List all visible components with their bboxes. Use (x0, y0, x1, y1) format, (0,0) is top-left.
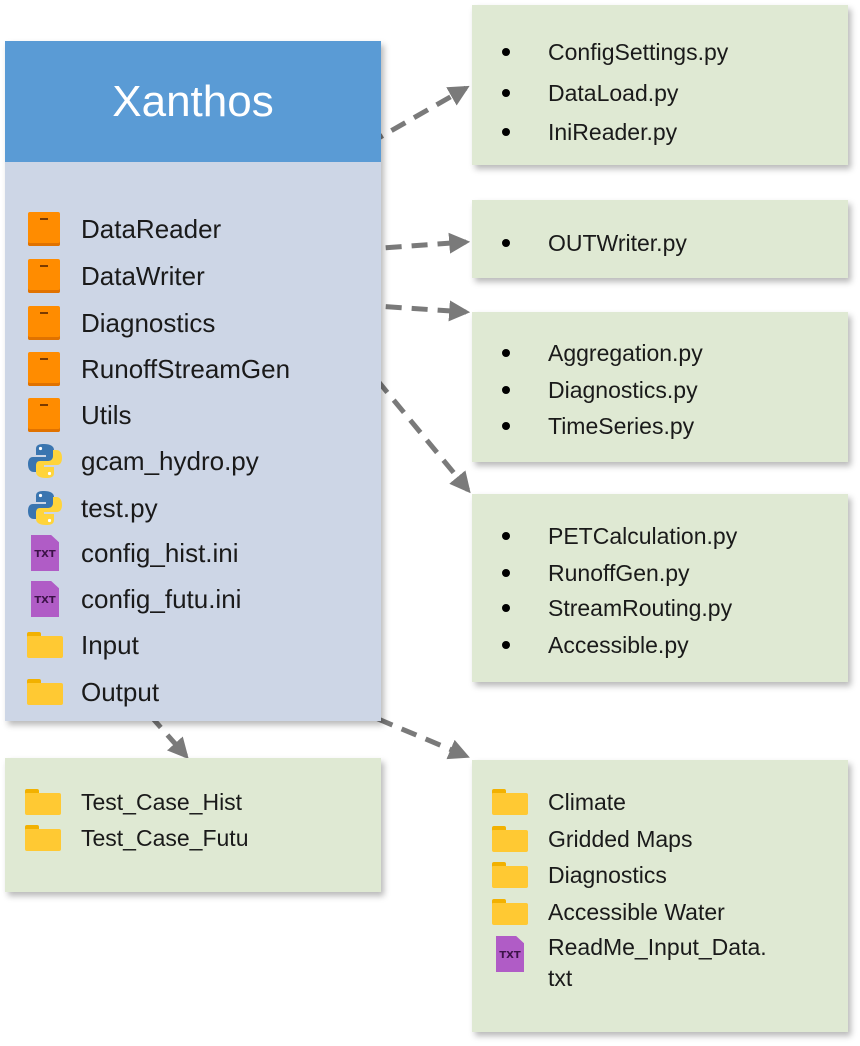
package-icon (25, 256, 65, 296)
folder-icon (490, 784, 530, 820)
list-item: DataLoad.py (502, 77, 678, 109)
list-item: OUTWriter.py (502, 227, 687, 259)
folder-icon (25, 625, 65, 665)
list-item-folder: Gridded Maps (490, 821, 692, 857)
item-label: Utils (81, 399, 132, 430)
list-item-folder: Test_Case_Hist (23, 784, 242, 820)
list-item: Aggregation.py (502, 337, 703, 369)
file-name-line-1: ReadMe_Input_Data. (548, 934, 767, 960)
folder-icon (490, 821, 530, 857)
list-item-file: TXT ReadMe_Input_Data. txt (490, 932, 767, 996)
list-item: Accessible.py (502, 629, 689, 661)
list-item: StreamRouting.py (502, 592, 732, 624)
list-item-config-hist: TXT config_hist.ini (25, 533, 239, 573)
package-icon (25, 349, 65, 389)
item-label: DataWriter (81, 260, 205, 291)
list-item-input: Input (25, 625, 139, 665)
item-label: test.py (81, 492, 158, 523)
output-contents-box: Test_Case_Hist Test_Case_Futu (5, 758, 381, 892)
list-item: IniReader.py (502, 116, 677, 148)
list-item-diagnostics: Diagnostics (25, 303, 215, 343)
package-icon (25, 209, 65, 249)
item-label: Output (81, 676, 160, 707)
item-label: config_futu.ini (81, 583, 242, 614)
folder-icon (23, 820, 63, 856)
python-icon (25, 441, 65, 481)
list-item: ConfigSettings.py (502, 36, 728, 68)
folder-icon (23, 784, 63, 820)
list-item-folder: Diagnostics (490, 857, 667, 893)
python-icon (25, 488, 65, 528)
datareader-contents-box: ConfigSettings.py DataLoad.py IniReader.… (472, 5, 848, 165)
item-label: gcam_hydro.py (81, 445, 259, 476)
txt-file-icon: TXT (25, 579, 65, 619)
diagnostics-contents-box: Aggregation.py Diagnostics.py TimeSeries… (472, 312, 848, 462)
item-label: DataReader (81, 213, 222, 244)
list-item-folder: Accessible Water (490, 894, 725, 930)
list-item-folder: Test_Case_Futu (23, 820, 248, 856)
package-icon (25, 395, 65, 435)
list-item-utils: Utils (25, 395, 132, 435)
list-item: PETCalculation.py (502, 520, 737, 552)
folder-icon (490, 894, 530, 930)
folder-icon (490, 857, 530, 893)
file-name-line-2: txt (548, 965, 573, 991)
txt-file-icon: TXT (490, 932, 530, 972)
list-item-gcam-hydro: gcam_hydro.py (25, 441, 259, 481)
list-item: Diagnostics.py (502, 374, 698, 406)
list-item-datareader: DataReader (25, 209, 221, 249)
list-item: TimeSeries.py (502, 410, 694, 442)
xanthos-title: Xanthos (5, 41, 381, 162)
list-item: RunoffGen.py (502, 557, 690, 589)
xanthos-panel: Xanthos DataReader DataWriter Diagnostic… (5, 41, 381, 721)
list-item-config-futu: TXT config_futu.ini (25, 579, 241, 619)
item-label: Diagnostics (81, 307, 216, 338)
item-label: Input (81, 629, 139, 660)
item-label: config_hist.ini (81, 537, 239, 568)
list-item-test-py: test.py (25, 488, 158, 528)
list-item-output: Output (25, 672, 159, 712)
folder-icon (25, 672, 65, 712)
runoffstreamgen-contents-box: PETCalculation.py RunoffGen.py StreamRou… (472, 494, 848, 682)
input-contents-box: Climate Gridded Maps Diagnostics Accessi… (472, 760, 848, 1032)
list-item-folder: Climate (490, 784, 626, 820)
package-icon (25, 303, 65, 343)
list-item-runoffstreamgen: RunoffStreamGen (25, 349, 290, 389)
list-item-datawriter: DataWriter (25, 256, 205, 296)
txt-file-icon: TXT (25, 533, 65, 573)
datawriter-contents-box: OUTWriter.py (472, 200, 848, 278)
item-label: RunoffStreamGen (81, 353, 291, 384)
